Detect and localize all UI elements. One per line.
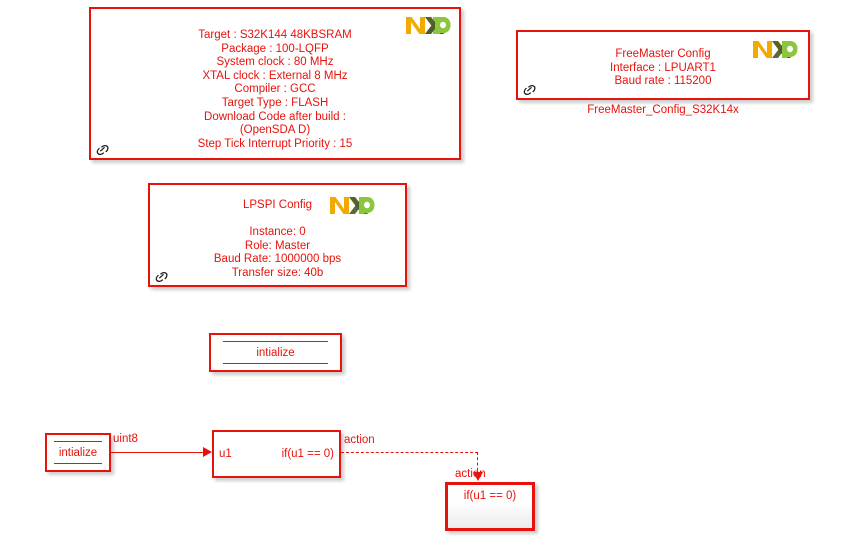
if-block-input-port: u1	[219, 448, 232, 460]
function-rule-top	[223, 341, 328, 342]
link-icon	[154, 270, 170, 284]
signal-label-uint8: uint8	[113, 433, 138, 445]
block-if-action-subsystem[interactable]: if(u1 == 0)	[445, 482, 535, 531]
block-freemaster-config[interactable]: FreeMaster Config Interface : LPUART1 Ba…	[516, 30, 810, 100]
block-target-config[interactable]: Target : S32K144 48KBSRAM Package : 100-…	[89, 7, 461, 160]
block-lpspi-config[interactable]: LPSPI Config Instance: 0 Role: Master Ba…	[148, 183, 407, 287]
function-rule-bottom	[223, 363, 328, 364]
lpspi-config-title: LPSPI Config	[242, 199, 313, 211]
nxp-logo	[405, 15, 451, 35]
action-signal-horizontal[interactable]	[341, 452, 478, 453]
block-if[interactable]: u1 if(u1 == 0)	[212, 430, 341, 478]
signal-uint8-arrow	[203, 447, 212, 457]
signal-uint8-wire[interactable]	[111, 452, 205, 453]
nxp-logo	[329, 195, 375, 215]
link-icon	[522, 83, 538, 97]
lpspi-config-text: Instance: 0 Role: Master Baud Rate: 1000…	[213, 226, 342, 279]
action-signal-vertical[interactable]	[477, 452, 478, 476]
link-icon	[95, 143, 111, 157]
freemaster-config-text: FreeMaster Config Interface : LPUART1 Ba…	[610, 48, 716, 88]
action-signal-label-source: action	[344, 434, 375, 446]
function-rule-top	[54, 441, 102, 442]
block-initialize-small[interactable]: intialize	[45, 433, 111, 472]
initialize-small-label: intialize	[58, 447, 98, 459]
function-rule-bottom	[54, 463, 102, 464]
target-config-text: Target : S32K144 48KBSRAM Package : 100-…	[197, 29, 353, 150]
initialize-function-label: intialize	[256, 347, 295, 359]
if-action-subsystem-title: if(u1 == 0)	[463, 490, 517, 502]
nxp-logo	[752, 39, 798, 59]
freemaster-block-label: FreeMaster_Config_S32K14x	[587, 104, 739, 116]
block-initialize-function[interactable]: intialize	[209, 333, 342, 372]
action-signal-label-dest: action	[455, 468, 486, 480]
if-block-output-port: if(u1 == 0)	[281, 448, 334, 460]
action-signal-arrow	[473, 472, 483, 481]
